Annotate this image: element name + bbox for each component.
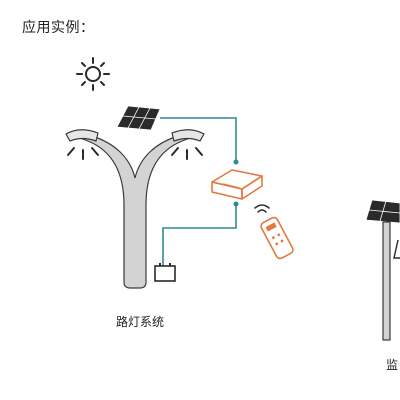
right-solar-panel-icon	[365, 199, 400, 224]
section-heading: 应用实例：	[22, 20, 95, 36]
battery-icon	[154, 263, 176, 282]
solar-panel-icon	[116, 105, 161, 131]
right-system-caption: 监	[386, 358, 399, 372]
wiring	[160, 117, 237, 266]
street-lamp-pole	[65, 129, 205, 289]
right-pole	[382, 221, 400, 341]
lamp-light-rays	[67, 147, 203, 160]
wire-joints	[233, 159, 239, 207]
street-light-caption: 路灯系统	[116, 315, 165, 329]
remote-control-icon	[254, 204, 294, 260]
sun-icon	[76, 57, 110, 91]
controller-box-icon	[211, 169, 263, 200]
